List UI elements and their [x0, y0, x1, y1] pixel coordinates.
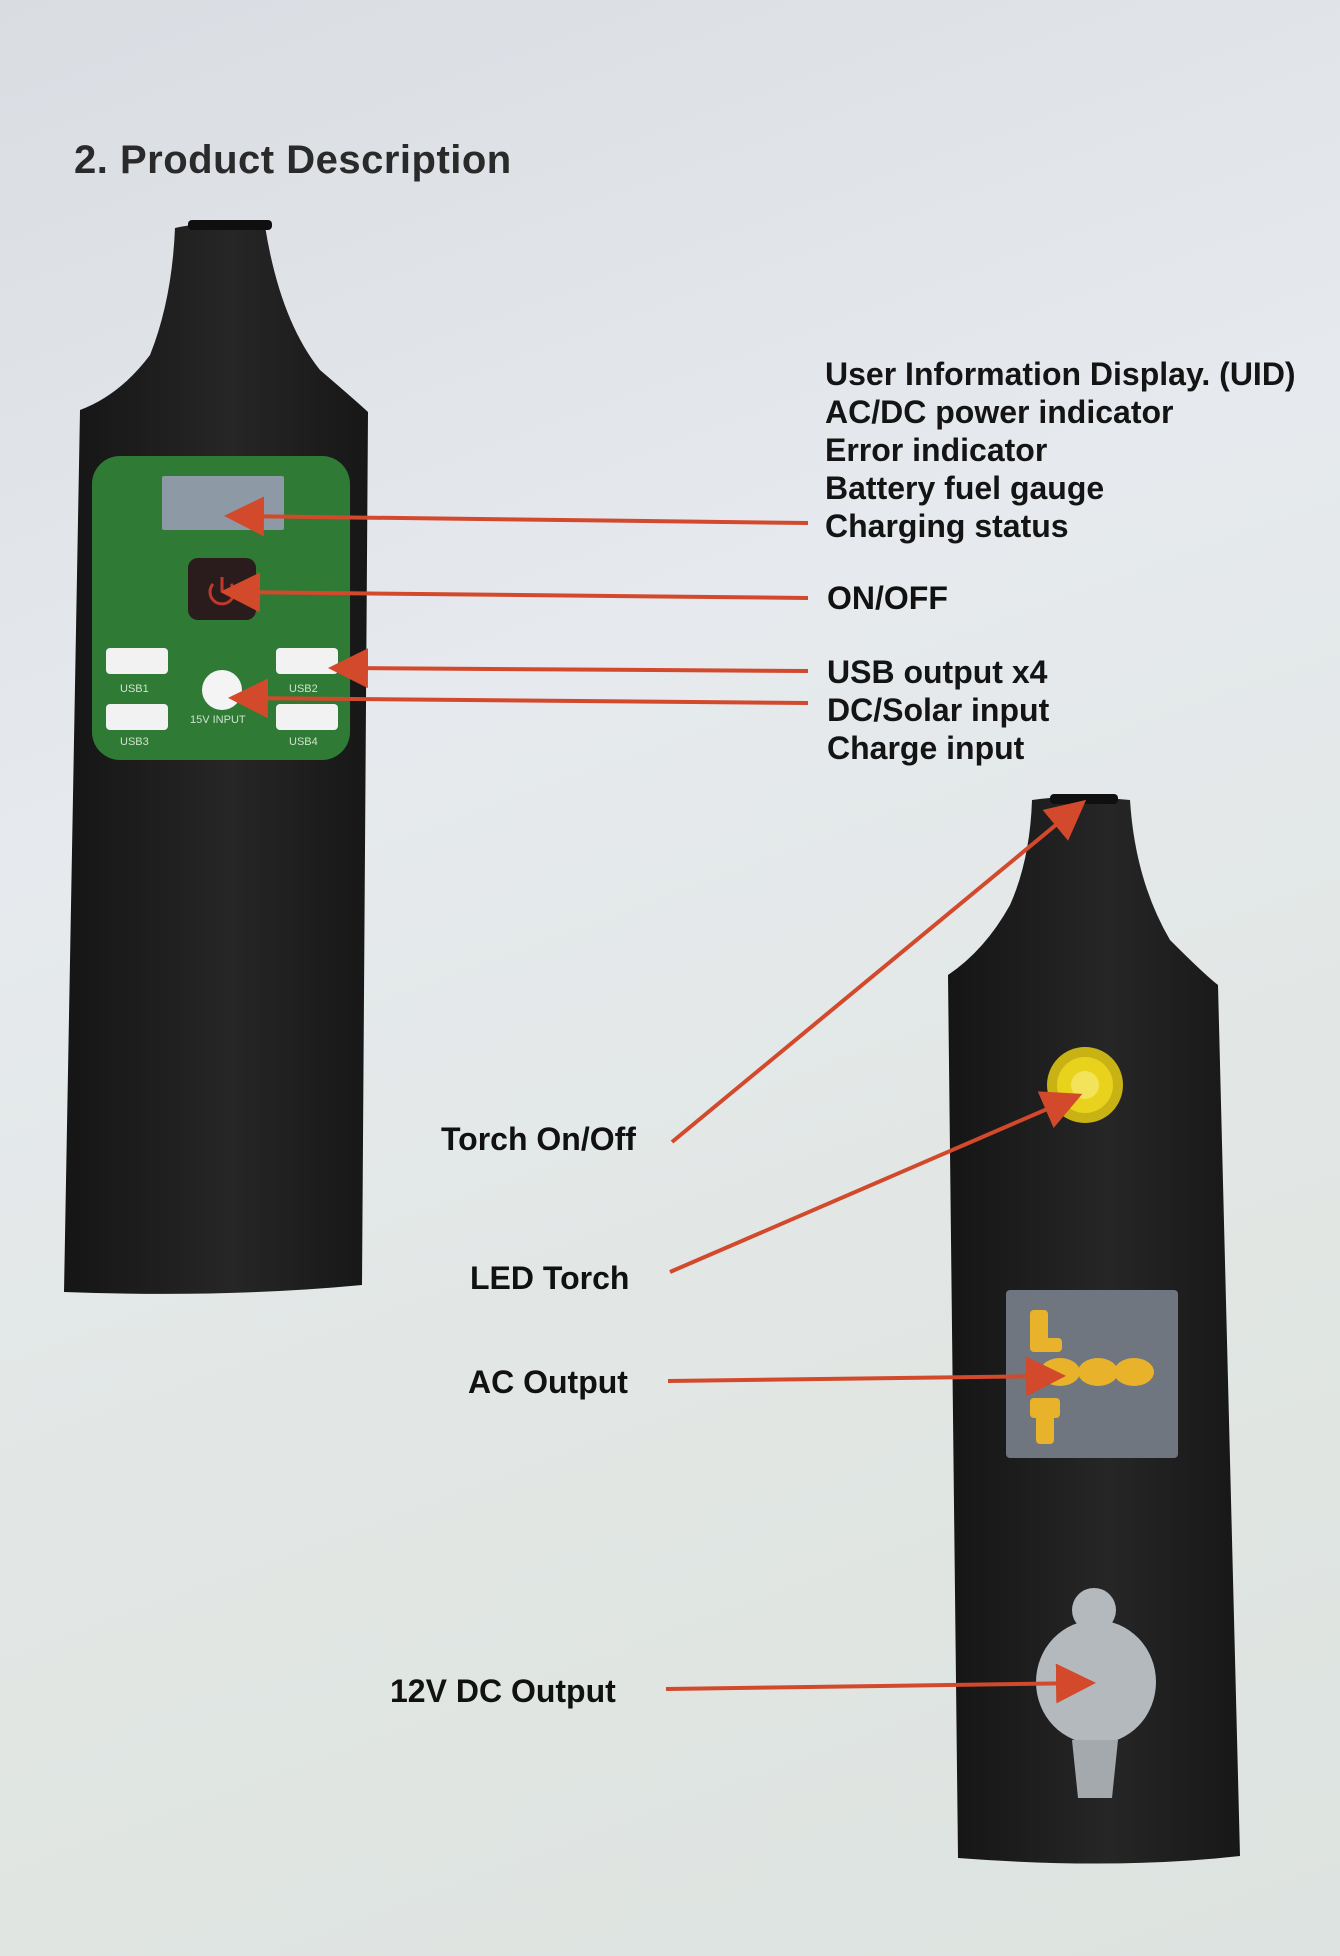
- callout-charging-status: Charging status: [825, 508, 1069, 544]
- arrow-power: [220, 572, 809, 613]
- usb2-marking: USB2: [289, 683, 318, 695]
- arrow-led-torch: [669, 1091, 1083, 1274]
- led-torch-icon: [1047, 1047, 1123, 1123]
- arrow-torch-switch: [670, 799, 1087, 1144]
- front-device: USB1 USB3 USB2 USB4 15V INPUT: [64, 220, 368, 1294]
- callout-dc-output: 12V DC Output: [390, 1673, 616, 1709]
- user-information-display: [162, 476, 284, 530]
- usb4-port: [276, 704, 338, 730]
- callout-fuel-gauge: Battery fuel gauge: [825, 470, 1105, 506]
- usb3-port: [106, 704, 168, 730]
- port-callout-list: USB output x4 DC/Solar input Charge inpu…: [827, 653, 1049, 767]
- input-marking: 15V INPUT: [190, 714, 246, 726]
- arrow-ac-output: [667, 1356, 1066, 1397]
- page-title: 2. Product Description: [74, 138, 512, 182]
- callout-uid: User Information Display. (UID): [825, 356, 1296, 392]
- callout-arrows: [220, 496, 1096, 1704]
- callout-dc-solar-input: DC/Solar input: [827, 692, 1050, 728]
- back-device: [948, 794, 1240, 1864]
- usb2-port: [276, 648, 338, 674]
- callout-on-off: ON/OFF: [827, 580, 948, 616]
- callout-charge-input: Charge input: [827, 730, 1025, 766]
- arrow-dc-output: [665, 1663, 1096, 1704]
- usb4-marking: USB4: [289, 736, 318, 748]
- callout-torch-switch: Torch On/Off: [441, 1121, 636, 1157]
- usb3-marking: USB3: [120, 736, 149, 748]
- callout-ac-dc-indicator: AC/DC power indicator: [825, 394, 1174, 430]
- callout-ac-output: AC Output: [468, 1364, 628, 1400]
- usb1-marking: USB1: [120, 683, 149, 695]
- callout-led-torch: LED Torch: [470, 1260, 630, 1296]
- callout-error-indicator: Error indicator: [825, 432, 1048, 468]
- callout-usb-output: USB output x4: [827, 654, 1048, 690]
- dc-input-port: [202, 670, 242, 710]
- arrow-display: [224, 496, 809, 537]
- arrow-dc-input: [228, 678, 809, 719]
- arrow-usb: [328, 648, 809, 689]
- display-callout-list: User Information Display. (UID) AC/DC po…: [825, 355, 1296, 545]
- cigarette-socket-icon: [1036, 1588, 1156, 1798]
- usb1-port: [106, 648, 168, 674]
